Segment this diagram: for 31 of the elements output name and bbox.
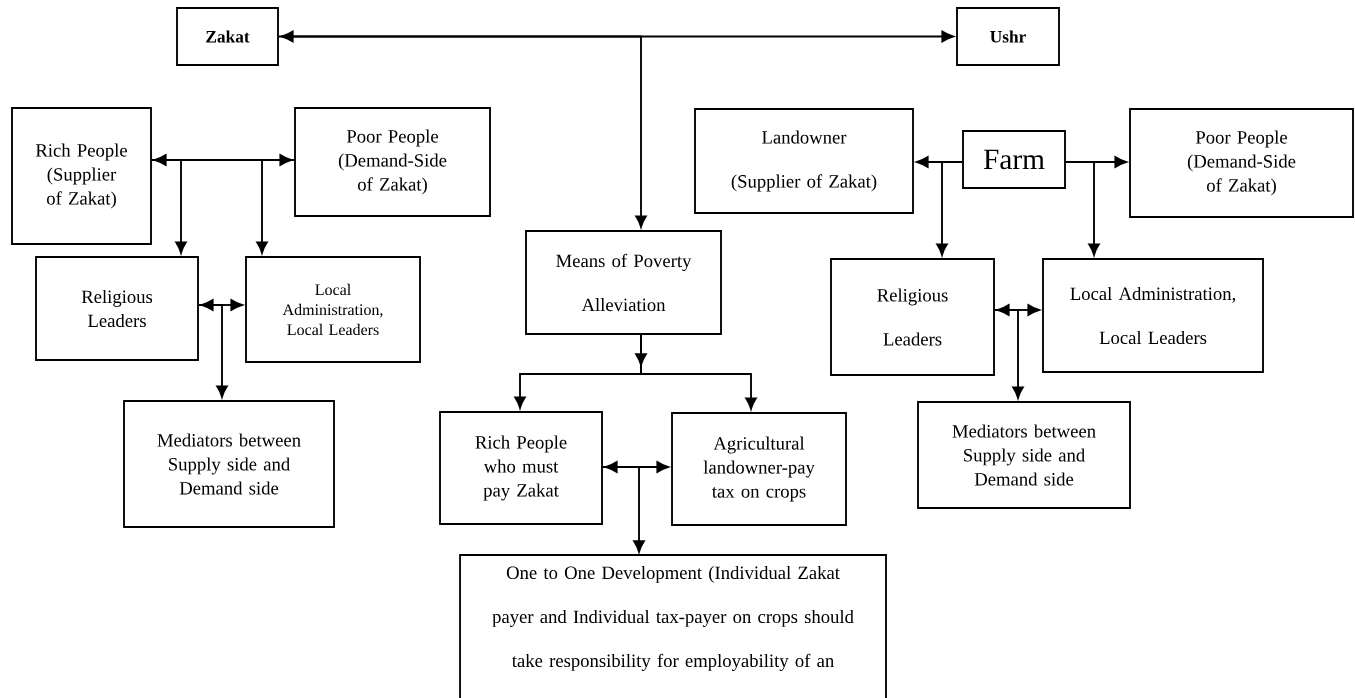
text-box: Farm [962,130,1066,189]
text-box: Mediators between Supply side and Demand side [123,400,335,528]
arrow [154,154,292,166]
text-box: Poor People (Demand-Side of Zakat) [294,107,491,217]
text-box: Agricultural landowner-pay tax on crops [671,412,847,526]
text-box: Local Administration, Local Leaders [1042,258,1264,373]
arrow [201,299,243,311]
arrow [605,461,669,473]
arrow [198,304,228,398]
text-box: Religious Leaders [830,258,995,376]
arrow [994,309,1024,399]
arrow [602,466,645,553]
text-box: Means of Poverty Alleviation [525,230,722,335]
arrow [281,30,954,43]
text-box: Rich People who must pay Zakat [439,411,603,525]
arrow [1065,161,1100,256]
text-box: Poor People (Demand-Side of Zakat) [1129,108,1354,218]
text-box: Religious Leaders [35,256,199,361]
arrow [936,161,963,256]
arrow [997,304,1040,316]
text-box: Ushr [956,7,1060,66]
arrow [256,159,295,254]
text-box: Landowner (Supplier of Zakat) [694,108,914,214]
arrow [151,159,187,254]
text-box: One to One Development (Individual Zakat payer and Individual tax-payer on crops should take responsibility for employability of an [459,554,887,698]
text-box: Local Administration, Local Leaders [245,256,421,363]
arrow [278,35,647,228]
text-box: Rich People (Supplier of Zakat) [11,107,152,245]
text-box: Zakat [176,7,279,66]
text-box: Mediators between Supply side and Demand side [917,401,1131,509]
arrow [635,334,647,366]
